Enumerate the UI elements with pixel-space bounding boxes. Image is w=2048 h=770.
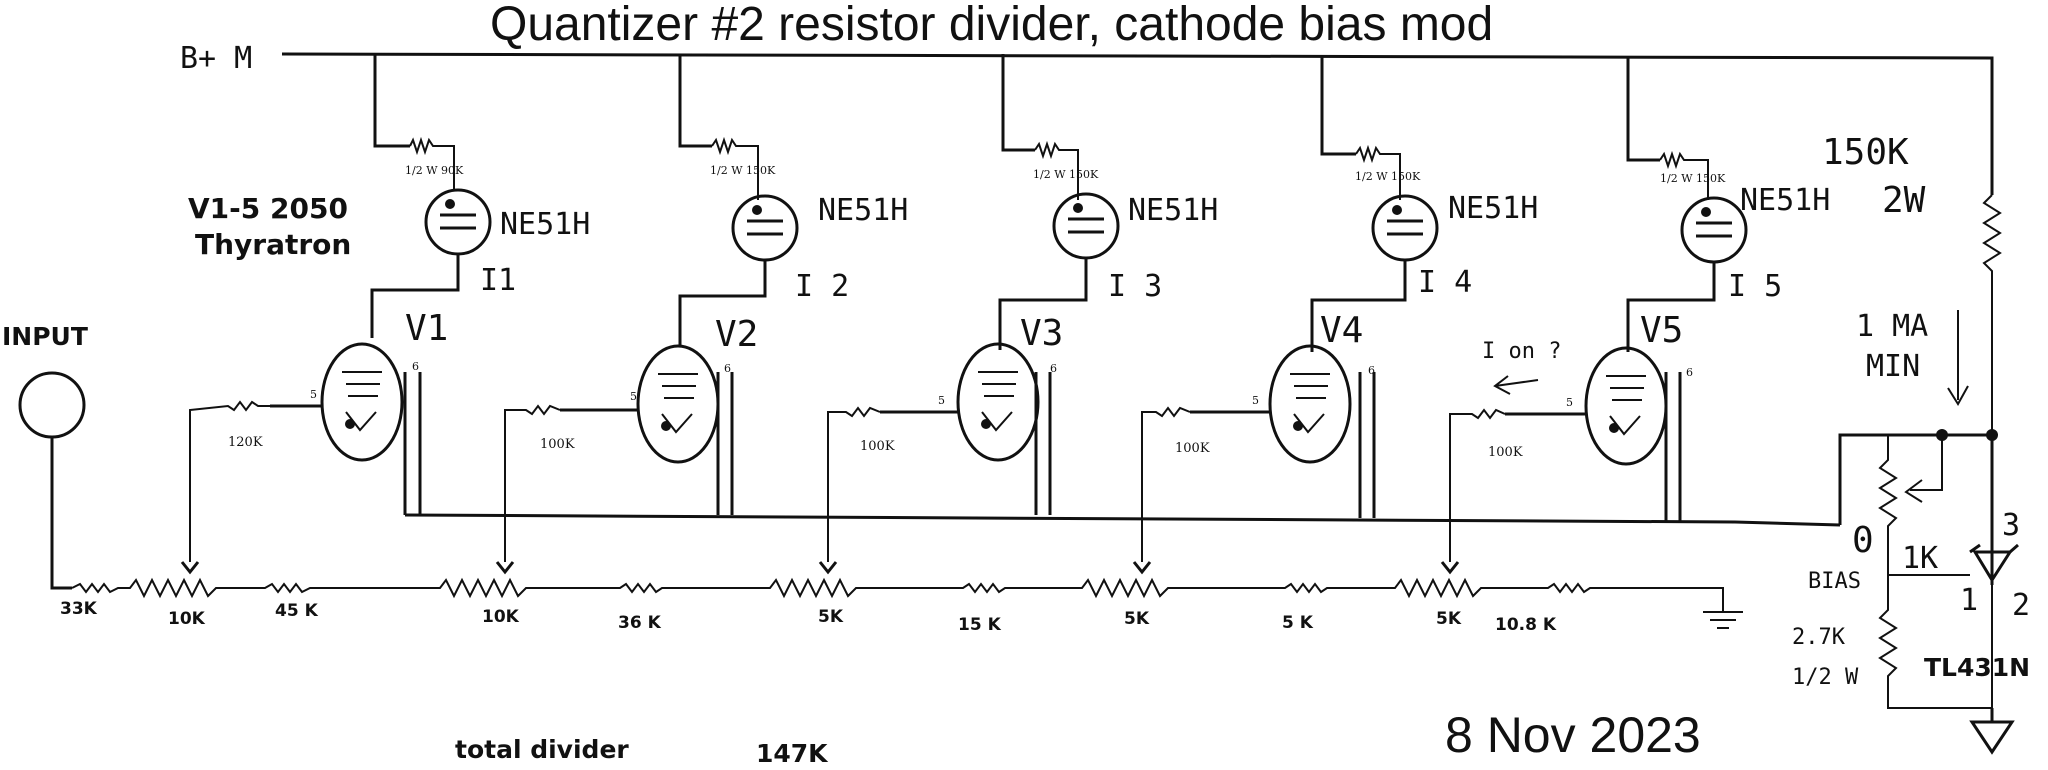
pin-label: 6 (1368, 364, 1375, 377)
tl431-icon (1969, 543, 2019, 583)
tube-label: V3 (1020, 313, 1063, 354)
pin-label: 5 (1252, 394, 1259, 407)
neon-rating: 1/2 W 150K (1660, 172, 1726, 185)
neon-rating: 1/2 W 150K (710, 164, 776, 177)
divider-pot-label: 10K (482, 607, 520, 627)
total-divider-label: total divider (455, 735, 629, 764)
stage-4: 1/2 W 150K NE51H I 4 V4 6 5 100K (1132, 56, 1538, 575)
bias-zero-label: 0 (1852, 520, 1874, 561)
current-label: I1 (480, 263, 516, 298)
tube-type-label: V1-5 2050 (188, 192, 348, 225)
neon-label: NE51H (818, 193, 908, 228)
neon-lamp-icon (1680, 196, 1748, 264)
arrow-left-icon (1493, 375, 1539, 395)
series-resistor-label: 5 K (1282, 613, 1314, 633)
pin-label: 6 (1050, 362, 1057, 375)
grid-resistor-label: 100K (540, 437, 575, 452)
supply-label: B+ M (180, 41, 252, 76)
series-resistor-label: 15 K (958, 615, 1002, 635)
tube-label: V4 (1320, 310, 1363, 351)
neon-lamp-icon (1052, 192, 1120, 260)
grid-resistor-label: 120K (228, 435, 263, 450)
ground-lead (1720, 587, 1724, 612)
load-resistor (1982, 194, 2002, 435)
series-resistor-label: 45 K (275, 601, 319, 621)
series-resistor-label: 36 K (618, 613, 662, 633)
stage-5: 1/2 W 150K NE51H I 5 V5 I on ? 6 5 100K (1440, 58, 1830, 575)
neon-label: NE51H (1740, 183, 1830, 218)
neon-label: NE51H (1128, 193, 1218, 228)
load-resistor-rating: 2W (1882, 180, 1926, 221)
pin-label: 6 (1686, 366, 1693, 379)
load-resistor-value: 150K (1822, 132, 1909, 173)
divider-chain (71, 577, 1720, 599)
stage-3: 1/2 W 150K NE51H I 3 V3 6 5 100K (818, 54, 1218, 575)
pin-label: 5 (1566, 396, 1573, 409)
neon-rating: 1/2 W 150K (1033, 168, 1099, 181)
bias-pot[interactable] (1878, 435, 1898, 575)
tube-label: V5 (1640, 310, 1683, 351)
grid-resistor-label: 100K (1175, 441, 1210, 456)
current-label: I 5 (1728, 269, 1782, 304)
series-resistor-label: 10.8 K (1495, 615, 1557, 635)
input-jack[interactable] (18, 371, 86, 439)
bias-resistor-value: 2.7K (1792, 625, 1846, 650)
divider-pot-label: 5K (1436, 609, 1462, 629)
input-wire (50, 437, 72, 590)
thyratron-tube-icon (320, 342, 404, 462)
thyratron-tube-icon (956, 342, 1040, 462)
regulator-pin3: 3 (2002, 508, 2020, 543)
divider-pot-label: 10K (168, 609, 206, 629)
ground-icon (1969, 708, 2015, 755)
current-on-annotation: I on ? (1482, 339, 1561, 364)
bias-resistor-rating: 1/2 W (1792, 665, 1859, 690)
cathode-bus (404, 513, 1841, 527)
grid-resistor-label: 100K (1488, 445, 1523, 460)
stage-2: 1/2 W 150K NE51H I 2 V2 6 5 100K (495, 54, 908, 575)
ground-icon (1703, 611, 1743, 629)
regulator-name: TL431N (1924, 653, 2030, 682)
neon-lamp-icon (1371, 194, 1439, 262)
thyratron-tube-icon (1584, 346, 1668, 466)
neon-rating: 1/2 W 150K (1355, 170, 1421, 183)
bias-label: BIAS (1808, 569, 1861, 594)
neon-label: NE51H (1448, 191, 1538, 226)
current-label: I 3 (1108, 269, 1162, 304)
divider-pot-label: 5K (1124, 609, 1150, 629)
arrow-down-icon (1947, 310, 1969, 406)
stage-1: 1/2 W 90K NE51H I1 V1 6 5 120K (180, 54, 590, 575)
min-current-sublabel: MIN (1866, 349, 1920, 384)
page-title: Quantizer #2 resistor divider, cathode b… (490, 0, 1493, 51)
input-label: INPUT (2, 322, 88, 351)
neon-lamp-icon (424, 188, 492, 256)
neon-label: NE51H (500, 207, 590, 242)
date-label: 8 Nov 2023 (1445, 707, 1701, 763)
pin-label: 6 (412, 360, 419, 373)
neon-lamp-icon (731, 194, 799, 262)
thyratron-tube-icon (636, 344, 720, 464)
total-divider-value: 147K (756, 739, 829, 768)
pin-label: 6 (724, 362, 731, 375)
thyratron-tube-icon (1268, 344, 1352, 464)
divider-pot-label: 5K (818, 607, 844, 627)
bias-resistor (1878, 575, 1993, 709)
current-label: I 2 (795, 269, 849, 304)
bias-pot-value: 1K (1902, 541, 1938, 576)
pin-label: 5 (630, 390, 637, 403)
regulator-pin2: 2 (2012, 588, 2030, 623)
tube-label: V1 (405, 308, 448, 349)
pin-label: 5 (310, 388, 317, 401)
tube-label: V2 (715, 314, 758, 355)
regulator-pin1: 1 (1960, 583, 1978, 618)
neon-rating: 1/2 W 90K (405, 164, 464, 177)
tube-type-sublabel: Thyratron (195, 228, 351, 261)
supply-rail (281, 52, 1994, 195)
series-resistor-label: 33K (60, 599, 98, 619)
pin-label: 5 (938, 394, 945, 407)
grid-resistor-label: 100K (860, 439, 895, 454)
current-label: I 4 (1418, 265, 1472, 300)
min-current-label: 1 MA (1856, 309, 1928, 344)
